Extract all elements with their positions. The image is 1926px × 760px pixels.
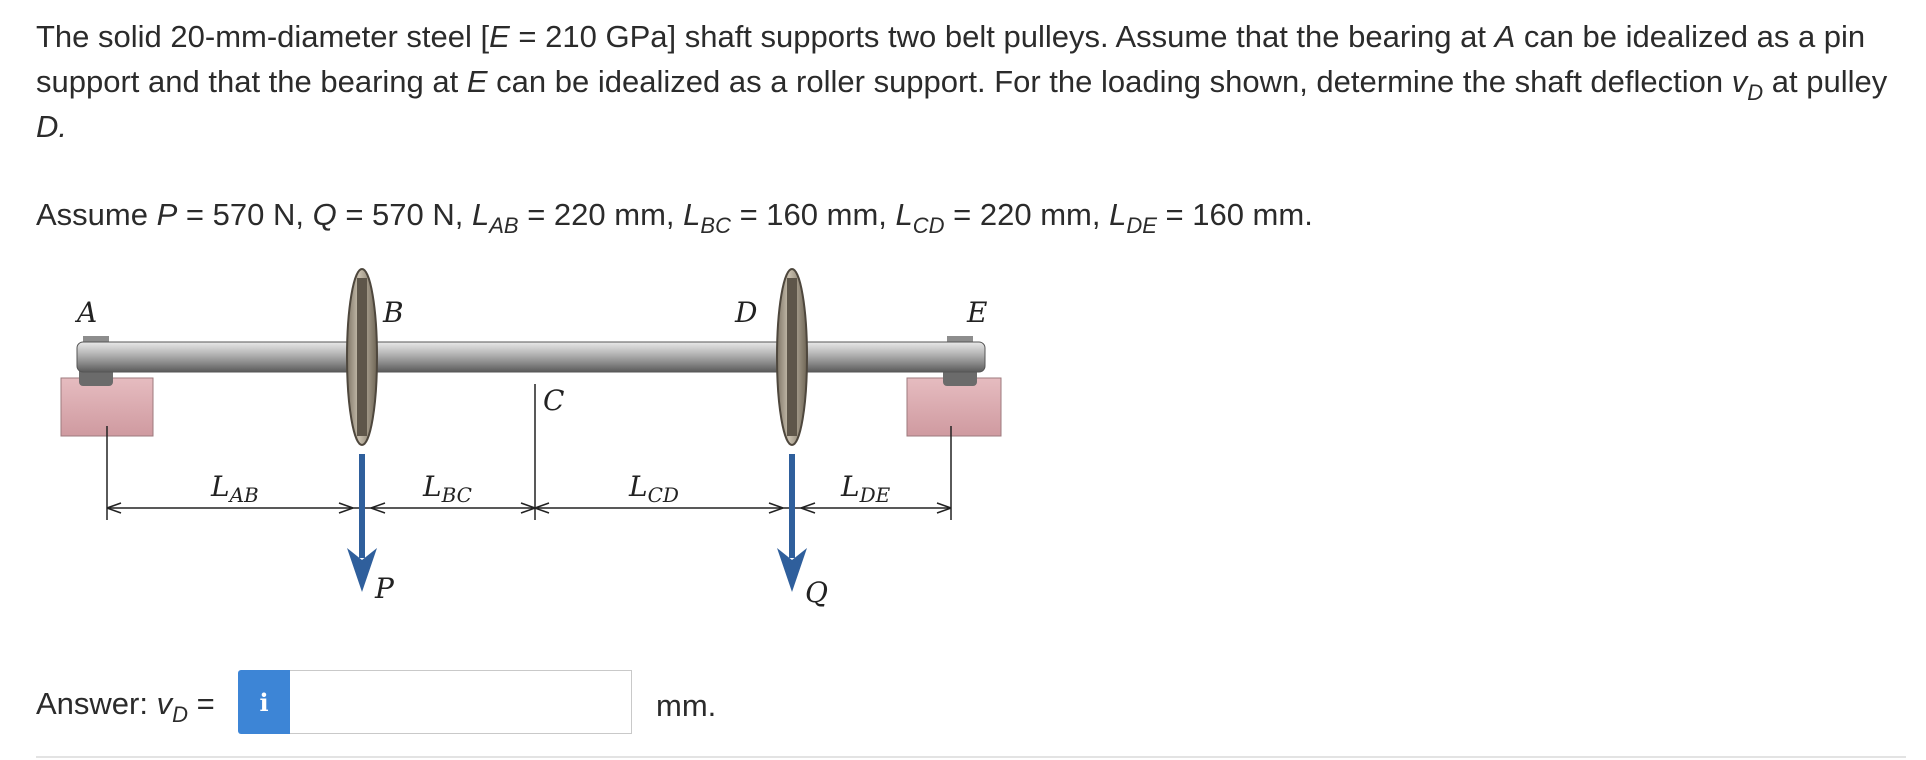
answer-row: Answer: vD = i mm.: [36, 670, 1836, 736]
problem-text-7: can be idealized as a roller support. Fo…: [487, 64, 1732, 99]
problem-text-11: D.: [36, 109, 67, 144]
assume-lcd-symbol: L: [895, 197, 913, 232]
problem-statement: The solid 20-mm-diameter steel [E = 210 …: [36, 14, 1906, 149]
assume-lde-value: = 160 mm.: [1156, 197, 1313, 232]
problem-text-2: E: [489, 19, 510, 54]
load-arrow-p: [347, 454, 377, 592]
assume-lde-symbol: L: [1109, 197, 1127, 232]
assume-lcd-sub: CD: [912, 213, 945, 238]
shaft-figure: A B C D E LAB LBC LCD LDE P Q: [60, 268, 1002, 609]
label-point-e: E: [966, 296, 987, 329]
assume-lab-sub: AB: [489, 213, 519, 238]
load-arrow-q: [777, 454, 807, 592]
label-load-q: Q: [805, 576, 828, 609]
label-point-d: D: [734, 296, 757, 329]
answer-subscript: D: [172, 702, 188, 727]
problem-text-6: E: [466, 64, 488, 99]
assume-lbc-symbol: L: [683, 197, 701, 232]
answer-symbol: v: [156, 686, 173, 721]
dim-label-lbc: LBC: [422, 470, 472, 507]
problem-text-10: at pulley: [1763, 64, 1888, 99]
problem-text-8: v: [1731, 64, 1748, 99]
answer-equals: =: [188, 686, 215, 721]
assume-lde-sub: DE: [1126, 213, 1157, 238]
assume-lab-value: = 220 mm,: [518, 197, 684, 232]
assume-lcd-value: = 220 mm,: [944, 197, 1110, 232]
problem-text-5: can be idealized as a pin support and th…: [36, 19, 1866, 99]
assume-p-value: = 570 N,: [177, 197, 313, 232]
problem-text-3: = 210 GPa] shaft supports two belt pulle…: [509, 19, 1495, 54]
problem-text-4: A: [1494, 19, 1516, 54]
pulley-b: [346, 268, 378, 446]
dim-label-lde: LDE: [840, 470, 891, 507]
assume-q-symbol: Q: [312, 197, 337, 232]
assume-prefix: Assume: [36, 197, 157, 232]
assume-q-value: = 570 N,: [336, 197, 472, 232]
info-icon: i: [259, 687, 269, 717]
answer-input[interactable]: [290, 670, 632, 734]
shaft: [76, 341, 986, 373]
assume-lbc-value: = 160 mm,: [730, 197, 896, 232]
divider: [36, 756, 1906, 758]
answer-label: Answer: vD =: [36, 684, 215, 727]
dimension-lines: [106, 384, 952, 520]
answer-prefix: Answer:: [36, 686, 157, 721]
pulley-d: [776, 268, 808, 446]
assume-lbc-sub: BC: [700, 213, 731, 238]
label-load-p: P: [374, 572, 395, 605]
assume-lab-symbol: L: [471, 197, 490, 232]
info-button[interactable]: i: [238, 670, 290, 734]
assume-values: Assume P = 570 N, Q = 570 N, LAB = 220 m…: [36, 192, 1313, 237]
label-point-b: B: [382, 296, 404, 329]
dim-label-lcd: LCD: [628, 470, 679, 507]
label-point-c: C: [543, 384, 564, 417]
dim-label-lab: LAB: [210, 470, 259, 507]
label-point-a: A: [74, 296, 97, 329]
assume-p-symbol: P: [156, 197, 178, 232]
answer-unit: mm.: [656, 688, 717, 723]
problem-text-9: D: [1747, 80, 1764, 105]
problem-text-1: The solid 20-mm-diameter steel [: [36, 19, 490, 54]
